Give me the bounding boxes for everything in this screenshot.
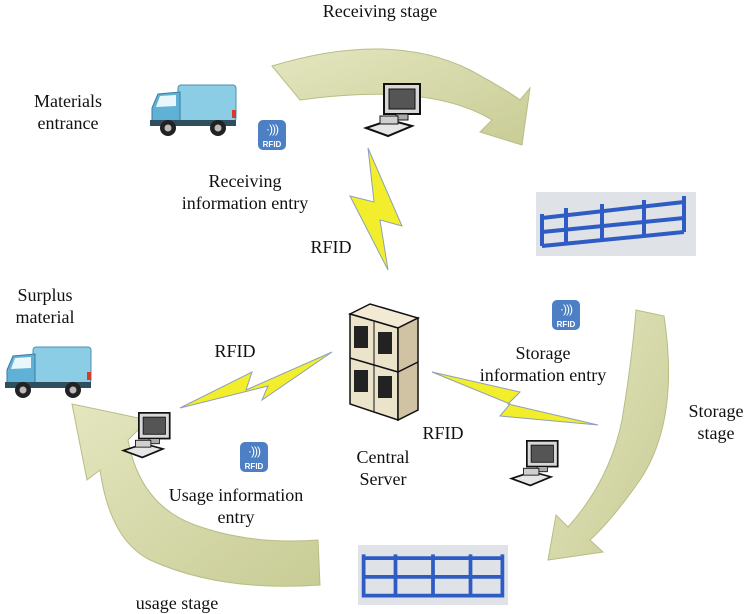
lightning-icon bbox=[349, 147, 403, 271]
rfid-badge-text: RFID bbox=[262, 140, 282, 149]
usage-stage-label: usage stage bbox=[135, 593, 219, 613]
lightning-icon bbox=[179, 351, 333, 409]
usage-information-entry-label: Usage information entry bbox=[168, 485, 304, 527]
receiving-information-entry-label: Receiving information entry bbox=[181, 171, 309, 213]
central-server-label: Central Server bbox=[356, 447, 410, 489]
rfid-waves: ·))) bbox=[560, 302, 573, 316]
shelf-icon bbox=[358, 545, 508, 605]
rfid-waves: ·))) bbox=[266, 122, 279, 136]
storage-stage-arrow bbox=[547, 309, 670, 561]
computer-icon bbox=[120, 412, 171, 459]
rfid-link-label-left: RFID bbox=[214, 341, 256, 361]
truck-icon bbox=[5, 346, 92, 398]
rfid-waves: ·))) bbox=[248, 444, 261, 458]
rfid-link-label-top: RFID bbox=[310, 237, 352, 257]
lightning-icon bbox=[431, 371, 599, 426]
shelf-icon bbox=[536, 192, 696, 256]
materials-entrance-label: Materials entrance bbox=[34, 91, 102, 133]
receiving-stage-label: Receiving stage bbox=[322, 1, 438, 21]
surplus-material-label: Surplus material bbox=[15, 285, 75, 327]
storage-stage-label: Storage stage bbox=[688, 401, 744, 443]
usage-stage-arrow bbox=[71, 403, 321, 587]
truck-icon bbox=[150, 84, 237, 136]
rfid-icon: ·))) RFID bbox=[240, 442, 268, 472]
server-icon bbox=[347, 303, 421, 422]
computer-icon bbox=[362, 83, 421, 138]
rfid-badge-text: RFID bbox=[556, 320, 576, 329]
rfid-badge-text: RFID bbox=[244, 462, 264, 471]
computer-icon bbox=[508, 440, 559, 487]
rfid-icon: ·))) RFID bbox=[258, 120, 286, 150]
rfid-link-label-right: RFID bbox=[422, 423, 464, 443]
storage-information-entry-label: Storage information entry bbox=[479, 343, 607, 385]
rfid-icon: ·))) RFID bbox=[552, 300, 580, 330]
